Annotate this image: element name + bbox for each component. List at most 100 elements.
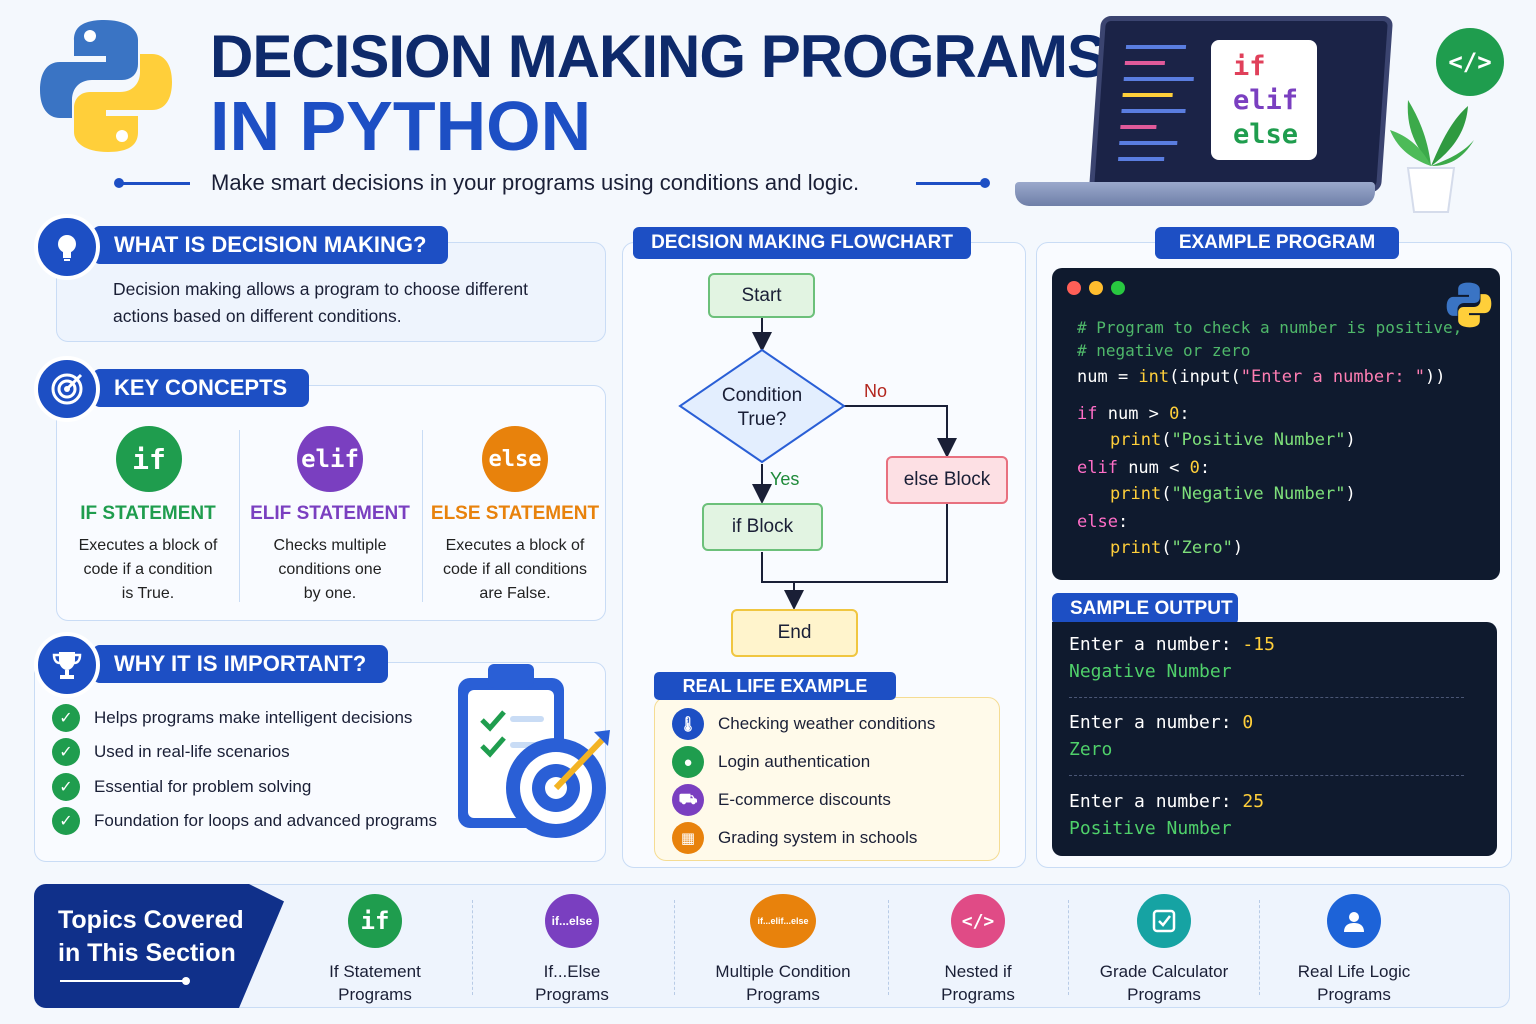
flowchart-no-label: No <box>864 381 888 401</box>
flowchart-yes-label: Yes <box>770 469 800 489</box>
check-icon: ✓ <box>52 738 80 766</box>
check-icon: ✓ <box>52 773 80 801</box>
target-icon <box>34 356 100 422</box>
clipboard-target-icon <box>458 664 610 838</box>
page-title-line2: IN PYTHON <box>210 87 592 165</box>
what-is-text-line1: Decision making allows a program to choo… <box>113 279 529 299</box>
code-line-elif: elif num < 0: <box>1077 458 1211 478</box>
what-is-text-line2: actions based on different conditions. <box>113 306 402 326</box>
topics-header <box>34 884 284 1008</box>
key-concepts-card <box>56 385 606 621</box>
code-badge-icon: </> <box>1436 28 1504 96</box>
nested-if-topic-icon: </> <box>951 894 1005 948</box>
output-run-3-prompt: Enter a number: 25 <box>1069 791 1265 812</box>
output-run-2-prompt: Enter a number: 0 <box>1069 712 1254 733</box>
if-else-topic-icon: if...else <box>545 894 599 948</box>
flowchart-end: End <box>731 609 858 657</box>
calculator-icon: ▦ <box>672 822 704 854</box>
code-line-print-positive: print("Positive Number") <box>1110 430 1356 450</box>
output-separator-2 <box>1069 775 1464 776</box>
user-icon: ● <box>672 746 704 778</box>
what-is-text: Decision making allows a program to choo… <box>113 276 528 330</box>
if-badge: if <box>116 426 182 492</box>
topic-separator <box>674 900 675 995</box>
topics-underline-dot <box>182 977 190 985</box>
real-life-card <box>654 697 1000 861</box>
output-terminal <box>1052 622 1497 856</box>
check-icon: ✓ <box>52 704 80 732</box>
else-statement-title: ELSE STATEMENT <box>430 503 600 524</box>
code-line-input: num = int(input("Enter a number: ")) <box>1077 367 1446 387</box>
user-icon <box>1327 894 1381 948</box>
subtitle-line-right <box>916 182 986 185</box>
output-run-3-result: Positive Number <box>1069 818 1232 839</box>
flowchart-if-block: if Block <box>702 503 823 551</box>
real-life-item-4: ▦Grading system in schools <box>672 822 917 854</box>
elif-statement-title: ELIF STATEMENT <box>250 503 410 524</box>
lightbulb-icon <box>34 214 100 280</box>
output-run-2-result: Zero <box>1069 739 1113 760</box>
subtitle-dot-left <box>114 178 124 188</box>
if-topic-icon: if <box>348 894 402 948</box>
concept-divider-2 <box>422 430 423 602</box>
python-logo-icon <box>40 20 172 152</box>
code-comment-2: # negative or zero <box>1077 341 1251 360</box>
laptop-illustration: if elif else <box>1015 12 1410 212</box>
keyword-elif: elif <box>1233 85 1299 116</box>
keyword-else: else <box>1233 119 1299 150</box>
flowchart-arrows <box>678 318 957 610</box>
topic-separator <box>1259 900 1260 995</box>
topic-separator <box>888 900 889 995</box>
why-item-4: ✓Foundation for loops and advanced progr… <box>52 807 437 835</box>
why-item-1: ✓Helps programs make intelligent decisio… <box>52 704 412 732</box>
laptop-base <box>1015 182 1375 206</box>
sample-output-title: SAMPLE OUTPUT <box>1052 593 1238 625</box>
code-comment-1: # Program to check a number is positive, <box>1077 318 1463 337</box>
example-title: EXAMPLE PROGRAM <box>1155 227 1399 259</box>
window-maximize-dot <box>1111 281 1125 295</box>
flowchart-else-block: else Block <box>886 456 1008 504</box>
real-life-item-1: 🌡Checking weather conditions <box>672 708 935 740</box>
output-run-1-prompt: Enter a number: -15 <box>1069 634 1275 655</box>
else-badge: else <box>482 426 548 492</box>
topics-title: Topics Covered in This Section <box>58 904 244 970</box>
flowchart-title: DECISION MAKING FLOWCHART <box>633 227 971 259</box>
topic-separator <box>1068 900 1069 995</box>
key-concepts-title: KEY CONCEPTS <box>92 369 310 407</box>
why-item-2: ✓Used in real-life scenarios <box>52 738 290 766</box>
keyword-card: if elif else <box>1211 40 1317 160</box>
window-close-dot <box>1067 281 1081 295</box>
plant-icon <box>1390 100 1474 213</box>
output-run-1-result: Negative Number <box>1069 661 1232 682</box>
trophy-icon <box>34 632 100 698</box>
page-subtitle: Make smart decisions in your programs us… <box>211 170 860 195</box>
output-separator-1 <box>1069 697 1464 698</box>
grade-icon <box>1137 894 1191 948</box>
keyword-if: if <box>1233 51 1266 82</box>
flowchart-start: Start <box>708 273 815 318</box>
real-life-item-3: ⛟E-commerce discounts <box>672 784 891 816</box>
real-life-title: REAL LIFE EXAMPLE <box>654 672 896 700</box>
code-line-print-zero: print("Zero") <box>1110 538 1244 558</box>
python-small-icon <box>1446 282 1492 328</box>
if-elif-else-topic-icon: if...elif...else <box>750 894 816 948</box>
elif-badge: elif <box>297 426 363 492</box>
topics-title-line1: Topics Covered <box>58 906 244 934</box>
code-editor <box>1052 268 1500 580</box>
topic-separator <box>472 900 473 995</box>
why-title: WHY IT IS IMPORTANT? <box>92 645 389 683</box>
subtitle-dot-right <box>980 178 990 188</box>
real-life-item-2: ●Login authentication <box>672 746 870 778</box>
topics-underline <box>60 980 186 982</box>
page-title-line1: DECISION MAKING PROGRAMS <box>210 23 1107 90</box>
